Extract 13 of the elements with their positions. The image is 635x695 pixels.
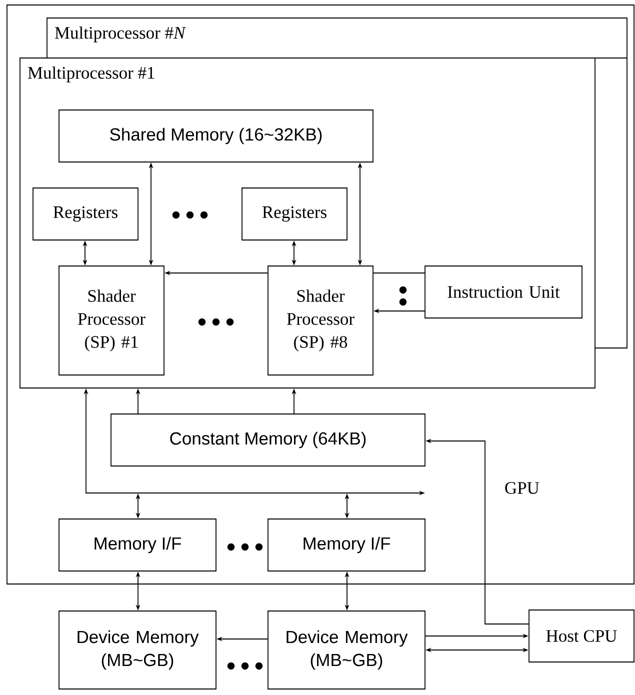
component-box: Instruction Unit xyxy=(424,266,582,318)
multiprocessor-box: Multiprocessor #N xyxy=(46,18,628,58)
component-box: Host CPU xyxy=(528,610,634,662)
component-box: Registers xyxy=(32,188,138,240)
component-box: Shader Processor (SP) #1 xyxy=(58,266,164,376)
component-box: Device Memory (MB~GB) xyxy=(268,610,426,690)
component-box: Constant Memory (64KB) xyxy=(110,414,426,466)
component-box: Memory I/F xyxy=(268,518,426,572)
component-box: Shader Processor (SP) #8 xyxy=(268,266,374,376)
component-box: Memory I/F xyxy=(58,518,216,572)
component-box: Device Memory (MB~GB) xyxy=(58,610,216,690)
component-box: Shared Memory (16~32KB) xyxy=(58,110,374,162)
component-box: Registers xyxy=(242,188,348,240)
